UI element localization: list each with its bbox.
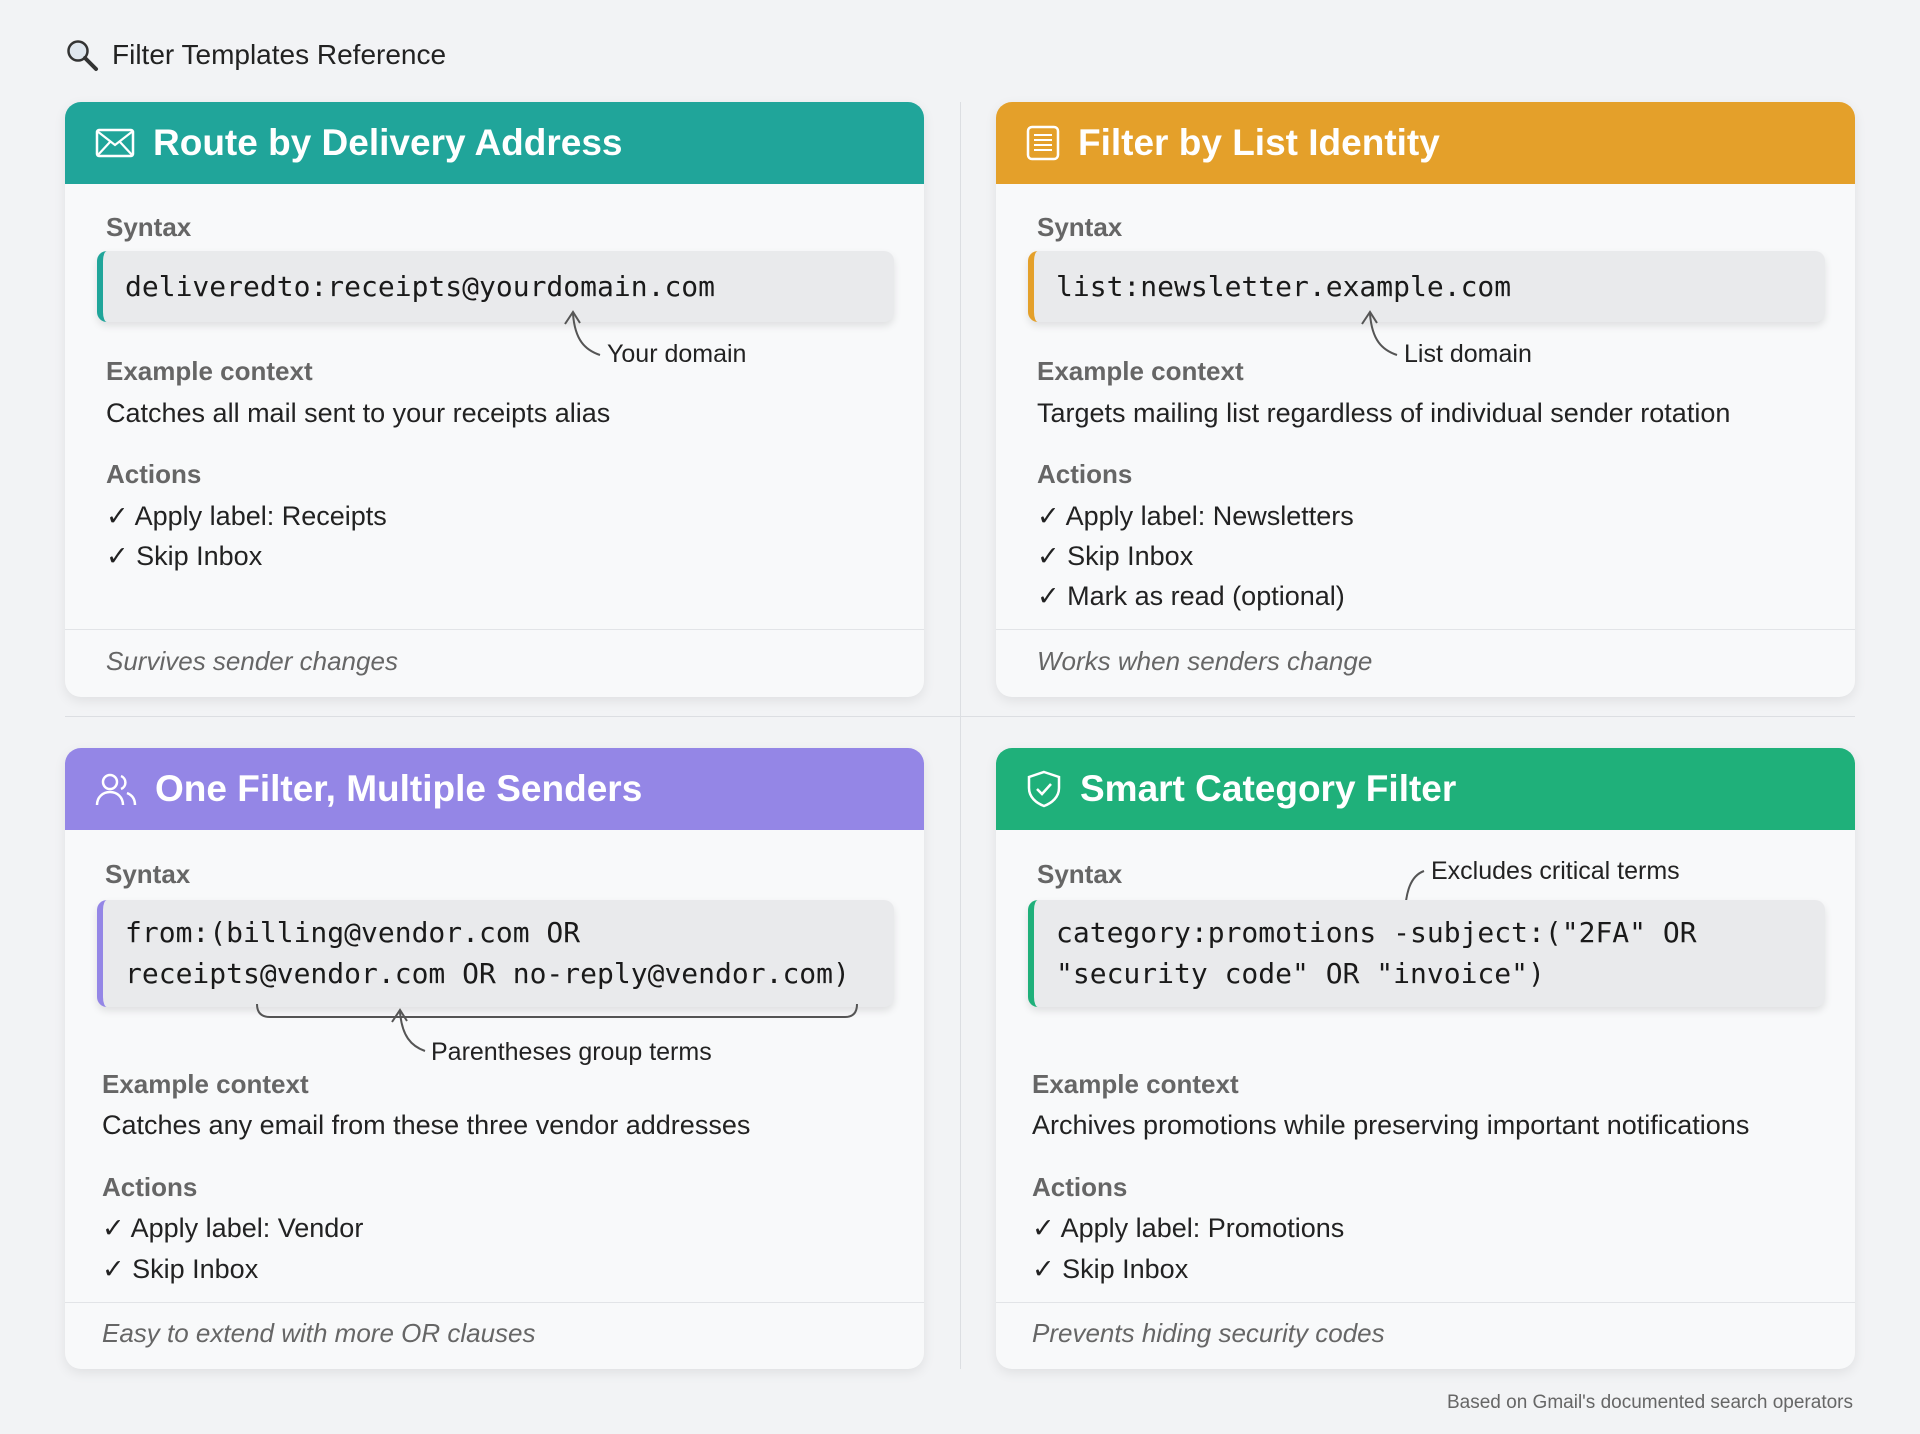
- card-title: Filter by List Identity: [1078, 122, 1440, 163]
- syntax-label: Syntax: [105, 859, 191, 889]
- card-footer-note: Prevents hiding security codes: [1032, 1318, 1385, 1348]
- card-one-filter-multiple-senders: One Filter, Multiple Senders Syntax from…: [65, 748, 924, 1369]
- row-divider: [65, 716, 1855, 717]
- example-context-text: Catches all mail sent to your receipts a…: [106, 398, 611, 428]
- footer-divider: [65, 629, 924, 630]
- footer-divider: [996, 1302, 1855, 1303]
- actions-label: Actions: [106, 459, 202, 489]
- check-icon: ✓: [1037, 581, 1068, 611]
- action-item: ✓ Apply label: Newsletters: [1037, 501, 1354, 531]
- example-context-label: Example context: [102, 1069, 309, 1099]
- card-header: One Filter, Multiple Senders: [65, 748, 924, 830]
- card-footer-note: Survives sender changes: [106, 646, 398, 676]
- syntax-label: Syntax: [1037, 859, 1123, 889]
- source-credit: Based on Gmail's documented search opera…: [1446, 1392, 1853, 1413]
- actions-label: Actions: [1032, 1172, 1128, 1202]
- annotation-label: Excludes critical terms: [1431, 857, 1680, 885]
- syntax-label: Syntax: [1037, 212, 1123, 242]
- page-header: Filter Templates Reference: [64, 36, 446, 74]
- card-footer-note: Works when senders change: [1037, 646, 1373, 676]
- check-icon: ✓: [106, 501, 135, 531]
- list-icon: [1026, 125, 1060, 161]
- check-icon: ✓: [1032, 1213, 1061, 1243]
- footer-divider: [996, 629, 1855, 630]
- page-title: Filter Templates Reference: [112, 39, 447, 70]
- actions-label: Actions: [1037, 459, 1133, 489]
- action-item: ✓ Skip Inbox: [102, 1254, 259, 1284]
- example-context-label: Example context: [1032, 1069, 1239, 1099]
- example-context-label: Example context: [1037, 356, 1244, 386]
- footer-divider: [65, 1302, 924, 1303]
- card-header: Route by Delivery Address: [65, 102, 924, 184]
- syntax-code[interactable]: list:newsletter.example.com: [1028, 251, 1825, 322]
- example-context-text: Archives promotions while preserving imp…: [1032, 1110, 1750, 1140]
- example-context-text: Catches any email from these three vendo…: [102, 1110, 751, 1140]
- check-icon: ✓: [1032, 1254, 1063, 1284]
- syntax-code[interactable]: category:promotions -subject:("2FA" OR"s…: [1028, 900, 1825, 1007]
- card-title: Smart Category Filter: [1080, 768, 1457, 809]
- card-title: One Filter, Multiple Senders: [155, 768, 643, 809]
- annotation-label: Parentheses group terms: [431, 1038, 712, 1066]
- action-item: ✓ Skip Inbox: [106, 541, 263, 571]
- column-divider: [960, 102, 961, 1369]
- example-context-label: Example context: [106, 356, 313, 386]
- check-icon: ✓: [1037, 501, 1066, 531]
- card-footer-note: Easy to extend with more OR clauses: [102, 1318, 536, 1348]
- actions-label: Actions: [102, 1172, 198, 1202]
- annotation-label: List domain: [1404, 340, 1532, 368]
- envelope-icon: [95, 128, 135, 158]
- card-title: Route by Delivery Address: [153, 122, 623, 163]
- card-route-by-delivery-address: Route by Delivery Address Syntax deliver…: [65, 102, 924, 697]
- check-icon: ✓: [1037, 541, 1068, 571]
- card-header: Filter by List Identity: [996, 102, 1855, 184]
- syntax-code[interactable]: deliveredto:receipts@yourdomain.com: [97, 251, 894, 322]
- action-item: ✓ Skip Inbox: [1032, 1254, 1189, 1284]
- example-context-text: Targets mailing list regardless of indiv…: [1037, 398, 1731, 428]
- annotation-label: Your domain: [607, 340, 747, 368]
- card-filter-by-list-identity: Filter by List Identity Syntax list:news…: [996, 102, 1855, 697]
- users-icon: [95, 773, 137, 806]
- shield-check-icon: [1027, 770, 1061, 808]
- syntax-label: Syntax: [106, 212, 192, 242]
- check-icon: ✓: [102, 1213, 131, 1243]
- action-item: ✓ Apply label: Vendor: [102, 1213, 364, 1243]
- check-icon: ✓: [106, 541, 137, 571]
- card-header: Smart Category Filter: [996, 748, 1855, 830]
- search-icon: [67, 40, 98, 71]
- check-icon: ✓: [102, 1254, 133, 1284]
- action-item: ✓ Apply label: Promotions: [1032, 1213, 1345, 1243]
- card-smart-category-filter: Smart Category Filter Syntax Excludes cr…: [996, 748, 1855, 1369]
- action-item: ✓ Mark as read (optional): [1037, 581, 1345, 611]
- action-item: ✓ Skip Inbox: [1037, 541, 1194, 571]
- action-item: ✓ Apply label: Receipts: [106, 501, 387, 531]
